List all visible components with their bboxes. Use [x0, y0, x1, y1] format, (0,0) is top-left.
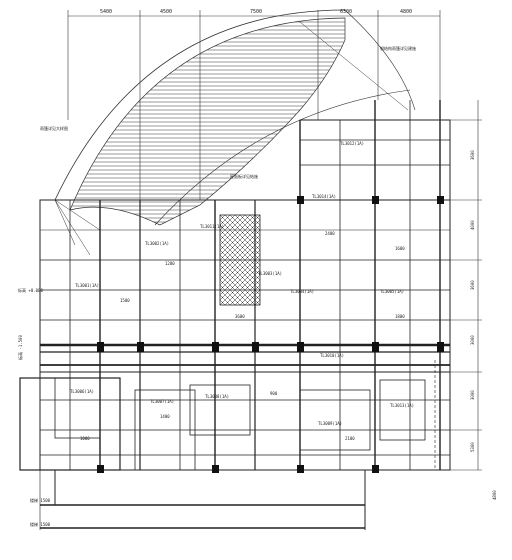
small-dim: 3600 — [235, 314, 245, 319]
top-dim-5: 4800 — [400, 9, 412, 15]
note-1: 钢结构雨篷详见建施 — [380, 45, 416, 51]
member-label: TL3007(1A) — [150, 399, 174, 404]
small-dim: 1000 — [80, 436, 90, 441]
member-label: TL3011(1A) — [200, 224, 224, 229]
top-dim-2: 4500 — [160, 9, 172, 15]
member-label: TL3006(1A) — [70, 389, 94, 394]
member-label: TL3001(1A) — [75, 283, 99, 288]
bottom-label-2: 楼梯 1500 — [30, 521, 51, 527]
small-dim: 2400 — [325, 231, 335, 236]
member-label: TL3008(1A) — [205, 394, 229, 399]
member-label: TL3014(1A) — [312, 194, 336, 199]
right-dim-1: 3600 — [470, 150, 475, 160]
left-level-label-1: 标高 +0.000 — [18, 287, 43, 293]
member-label: TL3002(1A) — [145, 241, 169, 246]
small-dim: 1500 — [120, 298, 130, 303]
right-dim-4: 3000 — [470, 335, 475, 345]
small-dim: 1200 — [165, 261, 175, 266]
member-label: TL3003(1A) — [258, 271, 282, 276]
left-level-label-2: 标高 -1.500 — [17, 335, 23, 360]
right-dim-5: 3000 — [470, 390, 475, 400]
member-label: TL3012(1A) — [340, 141, 364, 146]
member-label: TL3009(1A) — [318, 421, 342, 426]
right-dim-2: 4000 — [470, 220, 475, 230]
small-dim: 2100 — [345, 436, 355, 441]
member-label: TL3010(1A) — [320, 353, 344, 358]
small-dim: 900 — [270, 391, 278, 396]
small-dim: 1600 — [395, 246, 405, 251]
small-dim: 1800 — [395, 314, 405, 319]
small-dim: 1400 — [160, 414, 170, 419]
right-dim-7: 4800 — [492, 490, 497, 500]
columns — [97, 196, 444, 473]
right-dimension-line — [450, 100, 482, 471]
right-dim-6: 5300 — [470, 442, 475, 452]
top-dim-3: 7500 — [250, 9, 262, 15]
note-2: 雨篷详见大样图 — [40, 125, 68, 131]
top-dim-1: 5400 — [100, 9, 112, 15]
member-label: TL3013(1A) — [390, 403, 414, 408]
note-3: 屋面板详见结施 — [230, 173, 258, 179]
structural-frame — [19, 100, 451, 530]
top-dim-4: 6300 — [340, 9, 352, 15]
bottom-label-1: 楼梯 1500 — [30, 497, 51, 503]
member-label: TL3005(1A) — [380, 289, 404, 294]
right-dim-3: 3600 — [470, 280, 475, 290]
canopy-hatched-arc — [54, 9, 416, 256]
member-label: TL3004(1A) — [290, 289, 314, 294]
